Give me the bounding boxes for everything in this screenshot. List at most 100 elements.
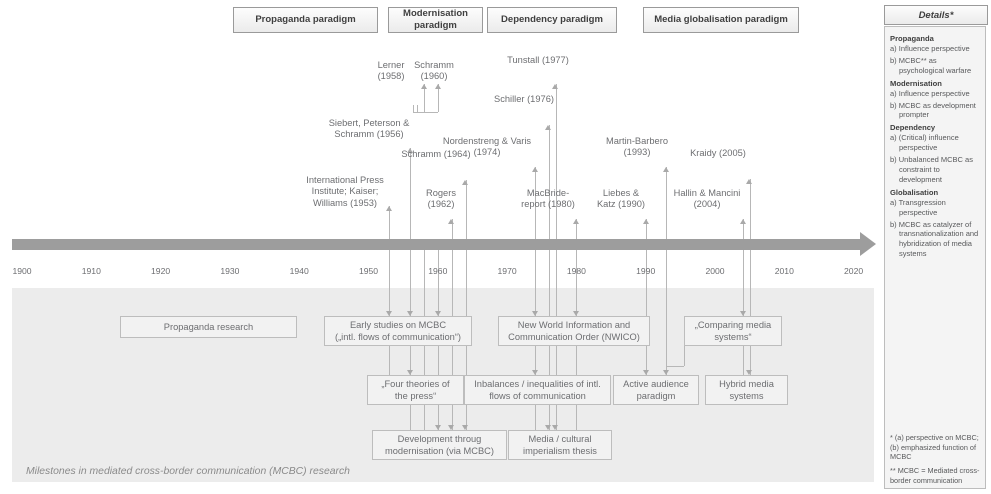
milestone-active-audience: Active audience paradigm bbox=[613, 375, 699, 405]
riser-lerner bbox=[423, 84, 425, 112]
arrow-up-schiller bbox=[545, 125, 552, 130]
arrow-up-rogers bbox=[448, 219, 455, 224]
citation-rogers: Rogers (1962) bbox=[426, 188, 456, 210]
citation-lerner: Lerner (1958) bbox=[377, 60, 405, 82]
stem-nordenstreng bbox=[534, 167, 536, 239]
milestone-nwico: New World Information and Communication … bbox=[498, 316, 650, 346]
arrow-down-propaganda-research bbox=[386, 311, 393, 316]
stem-schramm1964 bbox=[465, 180, 467, 239]
arrow-down-active-audience bbox=[642, 370, 649, 375]
arrow-down-nwico-a bbox=[531, 311, 538, 316]
arrow-up-tunstall bbox=[552, 84, 559, 89]
arrow-up-schramm60 bbox=[434, 84, 441, 89]
arrow-up-schramm1964 bbox=[462, 180, 469, 185]
details-item-3-1: b) MCBC as catalyzer of transnationaliza… bbox=[890, 219, 979, 259]
paradigm-box-2: Dependency paradigm bbox=[487, 7, 617, 33]
details-item-0-1: b) MCBC** as psychological warfare bbox=[890, 55, 972, 75]
milestone-hybrid-media: Hybrid media systems bbox=[705, 375, 788, 405]
stem-liebes bbox=[645, 219, 647, 239]
paradigm-box-0: Propaganda paradigm bbox=[233, 7, 378, 33]
tick-label-1930: 1930 bbox=[220, 266, 240, 276]
stem-siebert bbox=[410, 148, 412, 239]
tick-label-1980: 1980 bbox=[566, 266, 586, 276]
stem-rogers bbox=[451, 219, 453, 239]
arrow-up-ipi bbox=[386, 206, 393, 211]
arrow-up-martin bbox=[663, 167, 670, 172]
paradigm-box-1: Modernisation paradigm bbox=[388, 7, 483, 33]
citation-tunstall: Tunstall (1977) bbox=[507, 55, 569, 65]
figure-caption: Milestones in mediated cross-border comm… bbox=[26, 466, 350, 477]
through-martin bbox=[666, 250, 668, 405]
elbow-lerner-v bbox=[413, 105, 415, 112]
citation-liebes: Liebes & Katz (1990) bbox=[596, 188, 646, 210]
riser-schramm60 bbox=[437, 84, 439, 112]
details-item-3-0: a) Transgression perspective bbox=[890, 197, 946, 217]
tick-label-1960: 1960 bbox=[428, 266, 448, 276]
elbow-comparing-v bbox=[684, 346, 685, 366]
arrow-down-hybrid-a bbox=[663, 370, 670, 375]
through-lerner bbox=[423, 250, 425, 460]
tick-label-1900: 1900 bbox=[12, 266, 32, 276]
through-schramm60 bbox=[437, 250, 439, 460]
citation-schramm1964: Schramm (1964) bbox=[401, 149, 471, 159]
elbow-comparing bbox=[666, 366, 684, 367]
arrow-up-lerner bbox=[420, 84, 427, 89]
milestone-development: Development throug modernisation (via MC… bbox=[372, 430, 507, 460]
milestone-propaganda-research: Propaganda research bbox=[120, 316, 297, 338]
through-schiller bbox=[548, 250, 550, 460]
tick-label-2000: 2000 bbox=[705, 266, 725, 276]
arrow-up-liebes bbox=[642, 219, 649, 224]
citation-kraidy: Kraidy (2005) bbox=[690, 148, 746, 158]
stem-martin bbox=[666, 167, 668, 239]
elbow-schramm60-v bbox=[417, 105, 419, 112]
details-item-1-0: a) Influence perspective bbox=[890, 88, 970, 98]
stem-ipi bbox=[389, 206, 391, 239]
details-item-1-1: b) MCBC as development prompter bbox=[890, 100, 976, 120]
citation-nordenstreng: Nordenstreng & Varis (1974) bbox=[442, 136, 532, 158]
details-item-0-0: a) Influence perspective bbox=[890, 44, 970, 53]
arrow-up-hallin bbox=[739, 219, 746, 224]
citation-hallin: Hallin & Mancini (2004) bbox=[673, 188, 741, 210]
milestone-imbalances: Inbalances / inequalities of intl. flows… bbox=[464, 375, 611, 405]
timeline-axis-bar bbox=[12, 239, 862, 250]
details-heading-2: Dependency bbox=[890, 123, 936, 133]
arrow-up-siebert bbox=[406, 148, 413, 153]
citation-ipi: International Press Institute; Kaiser; W… bbox=[306, 175, 384, 208]
details-heading-3: Globalisation bbox=[890, 187, 939, 197]
milestone-media-imperialism: Media / cultural imperialism thesis bbox=[508, 430, 612, 460]
arrow-up-nordenstreng bbox=[531, 167, 538, 172]
arrow-down-development-b bbox=[448, 425, 455, 430]
arrow-up-kraidy bbox=[746, 179, 753, 184]
arrow-down-imperialism-b bbox=[552, 425, 559, 430]
stem-kraidy bbox=[749, 179, 751, 239]
tick-label-1950: 1950 bbox=[358, 266, 379, 276]
through-macbride bbox=[576, 250, 578, 460]
stem-tunstall bbox=[555, 84, 557, 239]
tick-label-1970: 1970 bbox=[497, 266, 517, 276]
tick-label-1910: 1910 bbox=[81, 266, 101, 276]
through-rogers bbox=[451, 250, 453, 460]
tick-label-1990: 1990 bbox=[636, 266, 656, 276]
details-footnotes: * (a) perspective on MCBC; (b) emphasize… bbox=[890, 433, 982, 489]
arrow-down-development-a bbox=[434, 425, 441, 430]
details-title: Details* bbox=[884, 5, 988, 25]
arrow-down-imbalances bbox=[531, 370, 538, 375]
tick-label-2010: 2010 bbox=[774, 266, 794, 276]
through-siebert bbox=[410, 250, 412, 460]
arrow-down-nwico-b bbox=[573, 311, 580, 316]
tick-label-2020: 2020 bbox=[844, 266, 864, 276]
details-note-1: ** MCBC = Mediated cross-border communic… bbox=[890, 465, 980, 485]
arrow-down-hybrid-b bbox=[746, 370, 753, 375]
arrow-up-macbride bbox=[573, 219, 580, 224]
stem-hallin bbox=[742, 219, 744, 239]
through-nordenstreng bbox=[534, 250, 536, 460]
milestone-comparing-media: „Comparing media systems“ bbox=[684, 316, 782, 346]
arrow-down-development-c bbox=[462, 425, 469, 430]
stem-schiller bbox=[548, 125, 550, 239]
citation-schramm1960: Schramm (1960) bbox=[414, 60, 454, 82]
details-heading-1: Modernisation bbox=[890, 78, 942, 88]
